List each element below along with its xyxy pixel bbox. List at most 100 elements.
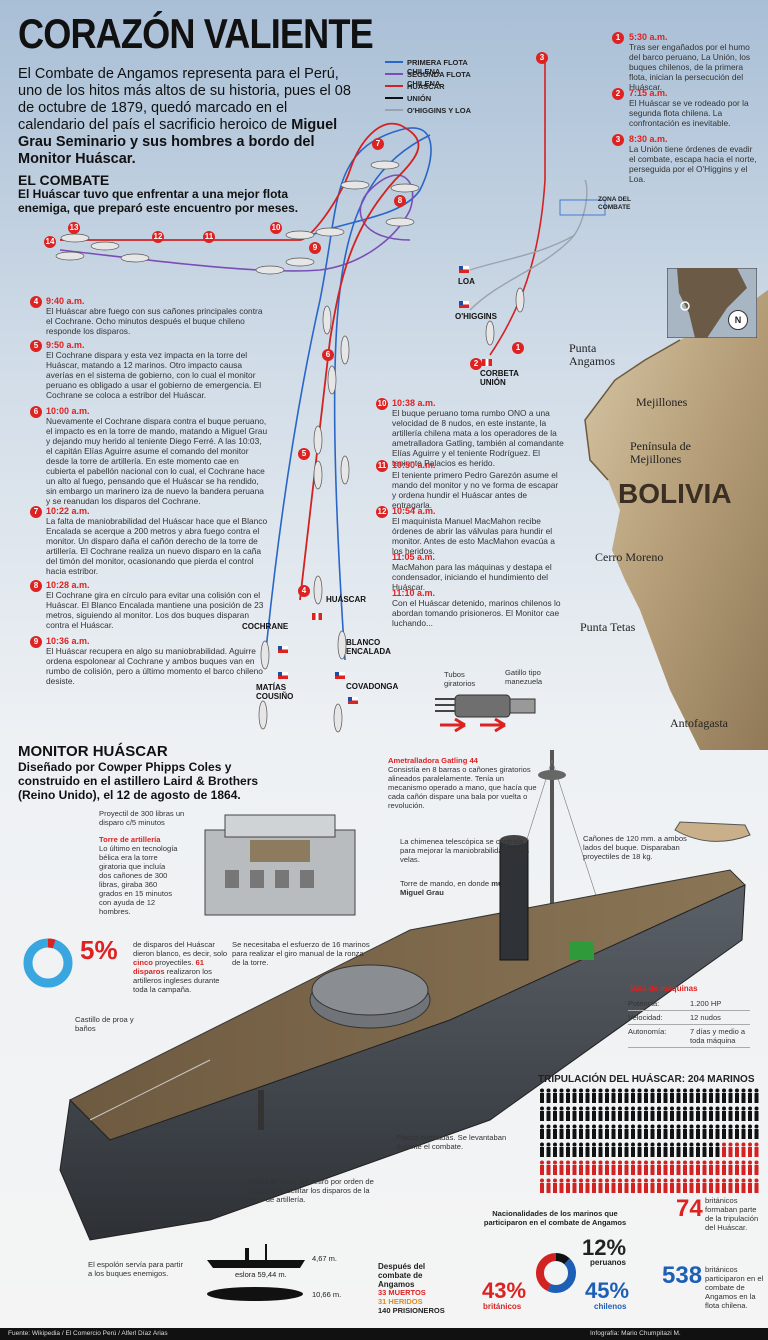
crew-icon [735, 1088, 739, 1103]
event-9: 10:36 a.m. El Huáscar recupera en algo s… [46, 636, 268, 686]
coastline-shadow [584, 339, 681, 481]
monitor-subheading: Diseñado por Cowper Phipps Coles y const… [18, 760, 259, 802]
event-number: 10 [376, 398, 388, 410]
crew-icon [696, 1160, 700, 1175]
intro-paragraph: El Combate de Angamos representa para el… [18, 66, 353, 168]
crew-icon [702, 1178, 707, 1193]
crew-icon [605, 1124, 609, 1139]
crew-icon [592, 1178, 596, 1193]
compass-n: N [734, 315, 742, 325]
maquinas-row: Potencia:1.200 HP [628, 997, 750, 1011]
ship-silhouettes [207, 1244, 305, 1301]
crew-icon [754, 1088, 759, 1103]
crew-icon [689, 1160, 694, 1175]
map-marker-13: 13 [68, 222, 80, 234]
legend-ohiggins: O'HIGGINS Y LOA [407, 106, 472, 115]
event-text: El teniente primero Pedro Garezón asume … [392, 470, 559, 510]
crew-icon [540, 1142, 544, 1157]
despues-heridos: 31 HERIDOS [378, 1297, 423, 1306]
crew-icon [709, 1124, 713, 1139]
crew-icon [637, 1088, 642, 1103]
crew-icon [696, 1178, 700, 1193]
britanicos-number: 74 [676, 1195, 703, 1222]
crew-icon [696, 1124, 700, 1139]
place-antofagasta: Antofagasta [670, 716, 728, 730]
event-time: 9:50 a.m. [46, 340, 85, 350]
crew-icon [715, 1160, 720, 1175]
crew-icon [598, 1106, 603, 1121]
crew-icon [670, 1088, 674, 1103]
label-union: UNIÓN [480, 378, 506, 387]
crew-icon [598, 1142, 603, 1157]
note-canones: Cañones de 120 mm. a ambos lados del buq… [583, 834, 687, 861]
crew-icon [624, 1160, 629, 1175]
place-peninsula: Península de Mejillones [630, 439, 691, 466]
event-10: 10:38 a.m. El buque peruano toma rumbo O… [392, 398, 564, 468]
crew-icon [572, 1178, 577, 1193]
crew-icon [748, 1142, 752, 1157]
inset-marker [680, 301, 690, 311]
crew-icon [624, 1124, 629, 1139]
crew-icon [676, 1124, 681, 1139]
event-time: 10:38 a.m. [392, 398, 436, 408]
maquinas-value: 12 nudos [690, 1013, 721, 1022]
event-text: El Huáscar abre fuego con sus cañones pr… [46, 306, 263, 336]
label-covadonga: COVADONGA [346, 682, 399, 691]
flag-chile [278, 672, 288, 679]
note-gatling: Ametralladora Gatling 44 Consistía en 8 … [388, 756, 543, 810]
label-encalada: ENCALADA [346, 647, 391, 656]
crew-icon [592, 1124, 596, 1139]
event-5: 9:50 a.m. El Cochrane dispara y esta vez… [46, 340, 268, 400]
crew-icon [605, 1142, 609, 1157]
maquinas-value: 7 días y medio a toda máquina [690, 1027, 746, 1045]
route-ohiggins [469, 179, 588, 311]
event-time: 7:15 a.m. [629, 88, 668, 98]
crew-icon [657, 1178, 661, 1193]
event-time: 11:05 a.m. [392, 552, 436, 562]
map-marker-6: 6 [322, 349, 334, 361]
legend-huascar: HUÁSCAR [407, 82, 445, 91]
disparos-text3: realizaron los artilleros ingleses duran… [133, 967, 220, 994]
event-time: 10:50 a.m. [392, 460, 436, 470]
crew-icon [702, 1088, 707, 1103]
crew-icon [676, 1142, 681, 1157]
crew-icon [741, 1106, 746, 1121]
crew-icon [663, 1178, 668, 1193]
crew-icon [702, 1106, 707, 1121]
note-esfuerzo: Se necesitaba el esfuerzo de 16 marinos … [232, 940, 370, 967]
crew-icon [696, 1142, 700, 1157]
ship-icons [55, 160, 525, 733]
legend-union: UNIÓN [407, 94, 432, 103]
crew-icon [598, 1088, 603, 1103]
crew-icon [650, 1178, 655, 1193]
disparos-pct: 5% [80, 935, 118, 965]
event-7: 10:22 a.m. La falta de maniobrabilidad d… [46, 506, 268, 576]
event-3: 8:30 a.m. La Unión tiene órdenes de evad… [629, 134, 761, 184]
map-marker-9: 9 [309, 242, 321, 254]
combate-subheading: El Huáscar tuvo que enfrentar a una mejo… [18, 187, 299, 215]
event-8: 10:28 a.m. El Cochrane gira en círculo p… [46, 580, 268, 630]
crew-icon [618, 1160, 622, 1175]
event-text: La falta de maniobrabilidad del Huáscar … [46, 516, 268, 576]
crew-icon [624, 1106, 629, 1121]
crew-icon [728, 1142, 733, 1157]
crew-icon [572, 1106, 577, 1121]
crew-icon [741, 1178, 746, 1193]
crew-icon [754, 1142, 759, 1157]
crew-icon [553, 1142, 557, 1157]
crew-icon [618, 1088, 622, 1103]
crew-icon [572, 1088, 577, 1103]
crew-icon [572, 1160, 577, 1175]
event-1: 5:30 a.m. Tras ser engañados por el humo… [629, 32, 761, 92]
crew-icon [579, 1160, 583, 1175]
crew-icon [683, 1124, 687, 1139]
crew-icon [546, 1106, 551, 1121]
crew-icon [670, 1106, 674, 1121]
crew-grid [540, 1088, 759, 1193]
crew-icon [670, 1124, 674, 1139]
crew-icon [553, 1106, 557, 1121]
map-marker-1: 1 [512, 342, 524, 354]
crew-icon [754, 1178, 759, 1193]
crew-icon [592, 1142, 596, 1157]
crew-icon [722, 1124, 726, 1139]
